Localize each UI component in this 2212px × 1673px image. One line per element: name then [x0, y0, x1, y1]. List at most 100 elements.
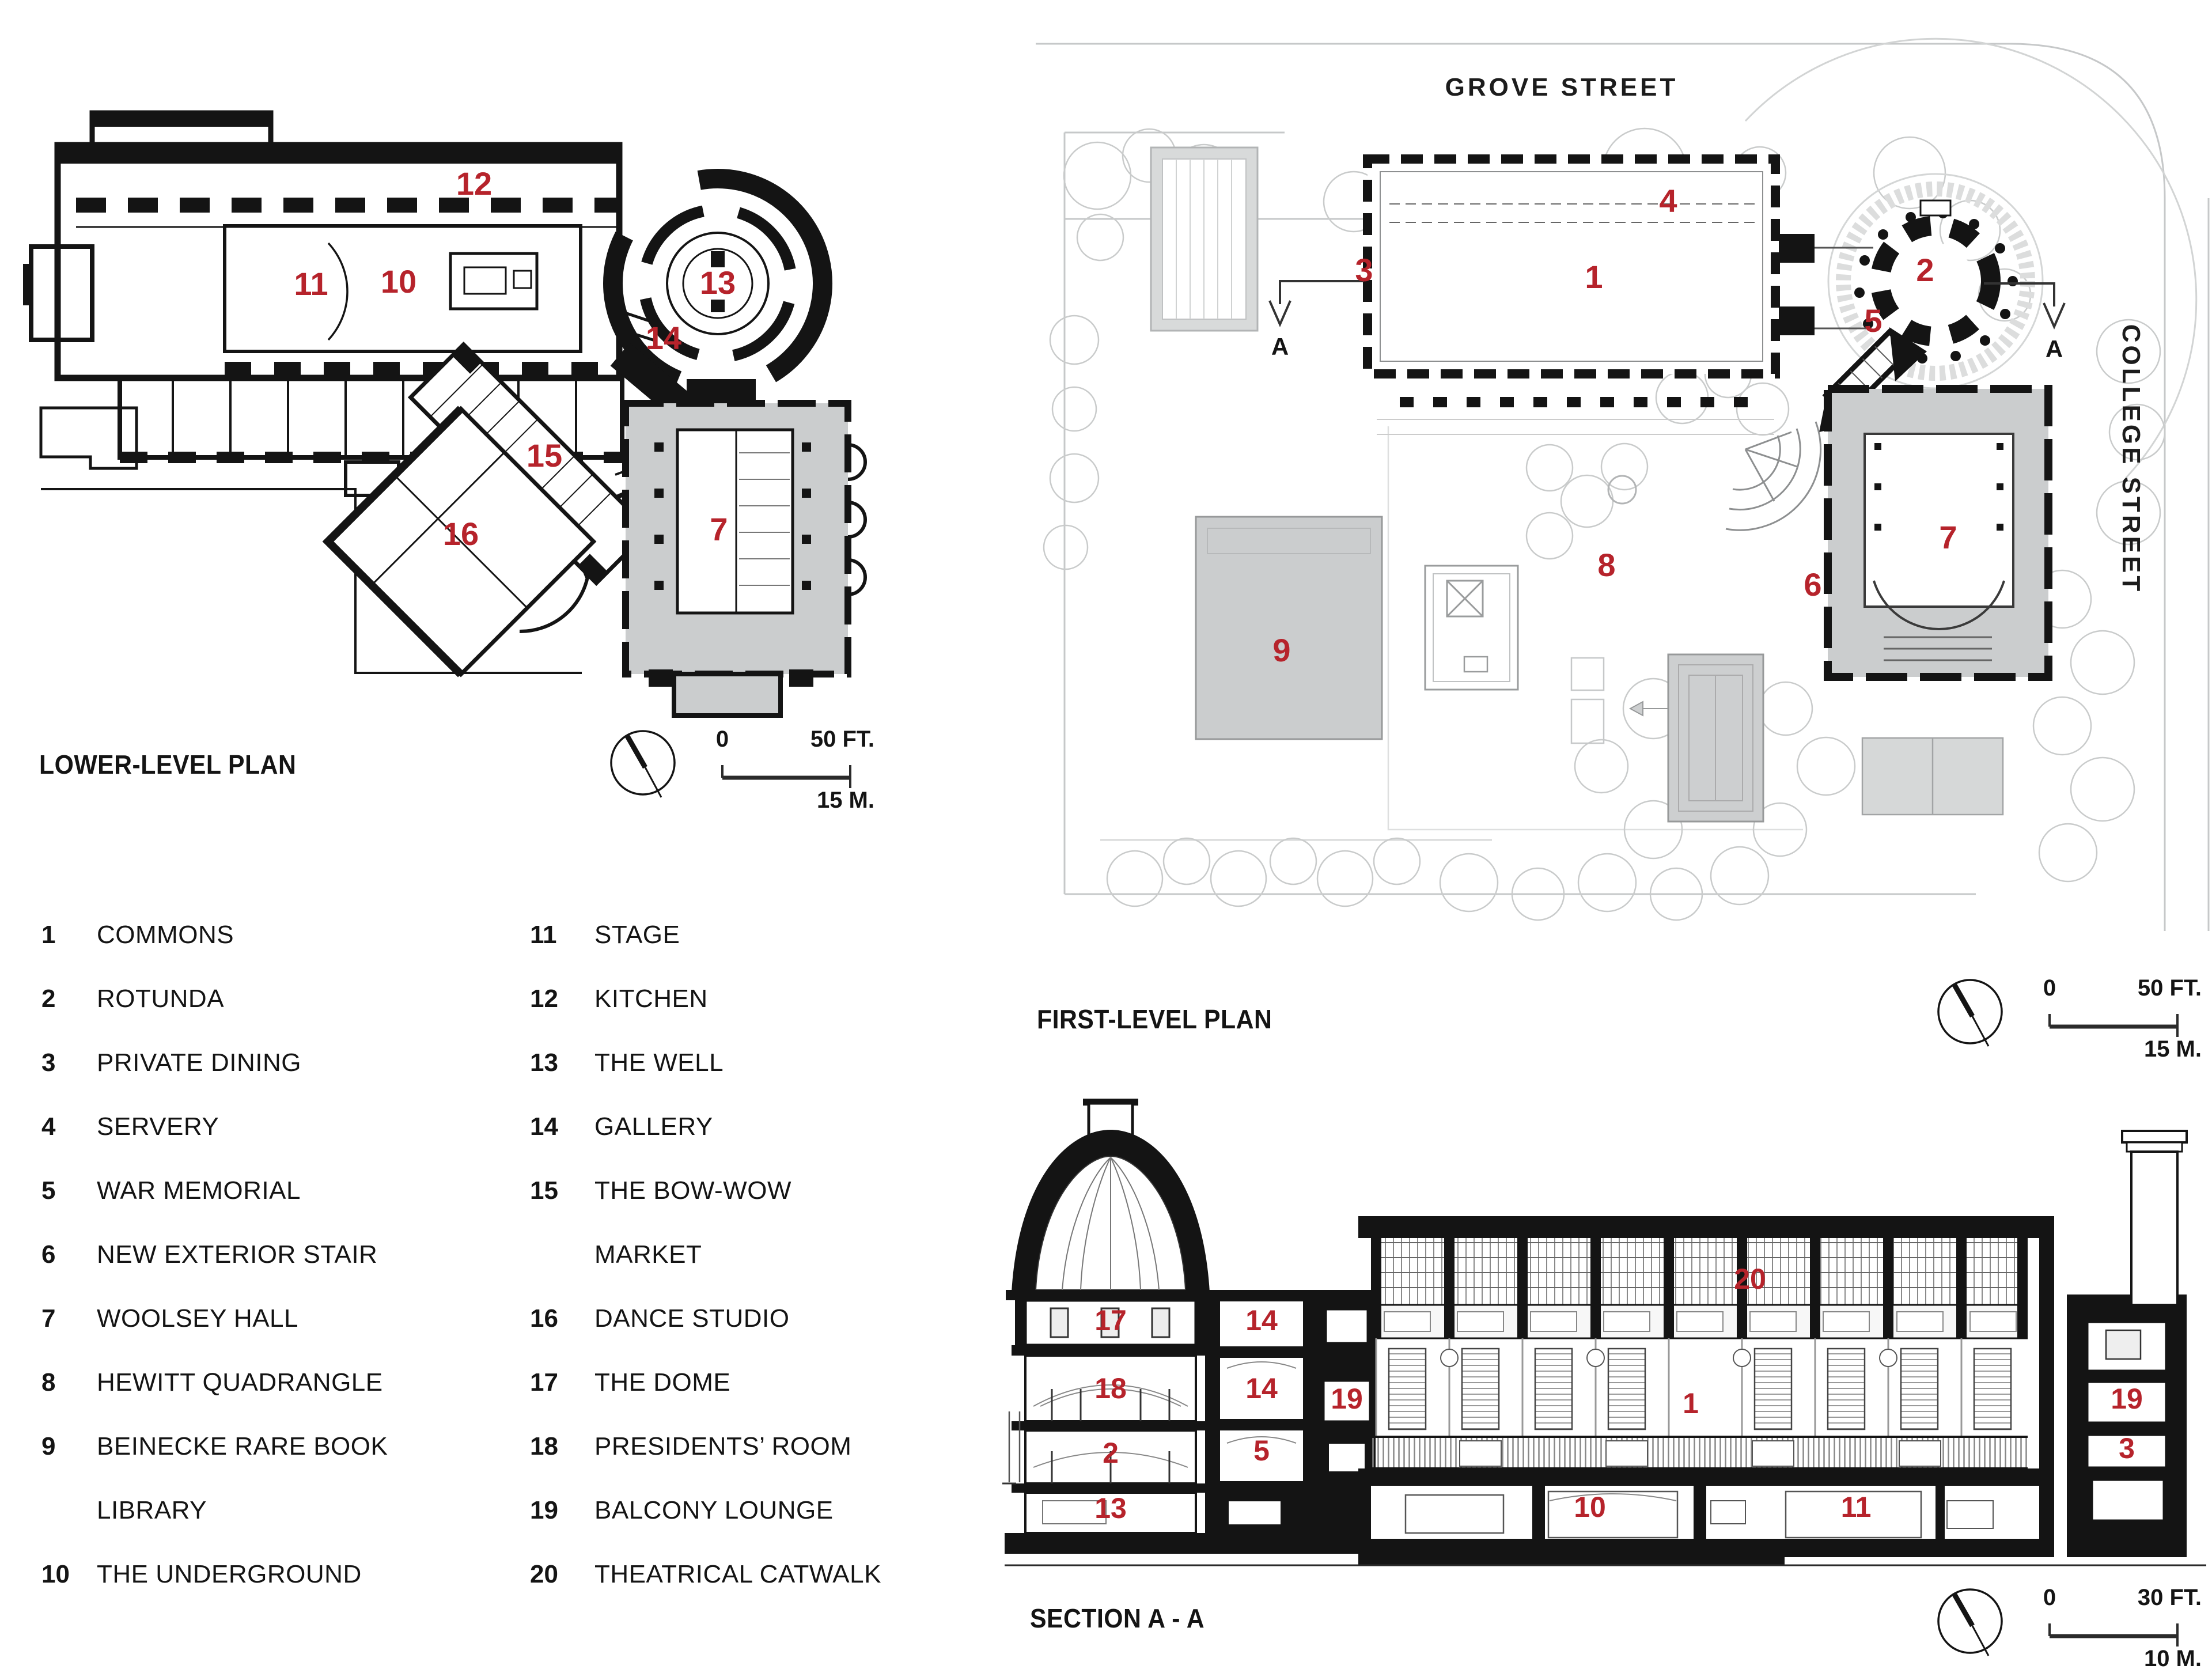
label-room-11-stage: 11 [294, 266, 328, 302]
scale-bar [721, 765, 851, 788]
section-a-a-drawing: 17 14 18 14 19 2 5 13 20 1 10 11 19 3 [1002, 1099, 2206, 1566]
legend-item-4: 4 SERVERY [41, 1112, 219, 1141]
label-sec-19-balcony-left: 19 [1331, 1383, 1363, 1415]
scale-meters: 10 M. [2144, 1646, 2202, 1671]
label-sec-1-commons: 1 [1683, 1387, 1699, 1420]
legend-label: PRIVATE DINING [97, 1049, 301, 1077]
label-sec-17-dome: 17 [1094, 1304, 1127, 1337]
label-sec-13-well: 13 [1094, 1492, 1127, 1524]
legend-label: HEWITT QUADRANGLE [97, 1368, 383, 1396]
legend-item-13: 13 THE WELL [530, 1049, 724, 1077]
section-title: SECTION A - A [1030, 1603, 1205, 1633]
scale-zero: 0 [716, 726, 729, 752]
legend-label: ROTUNDA [97, 985, 225, 1013]
scale-zero: 0 [2043, 975, 2056, 1001]
legend-item-15-line2: MARKET [594, 1240, 702, 1269]
legend-label: KITCHEN [594, 985, 708, 1013]
college-street-label: COLLEGE STREET [2117, 324, 2145, 594]
label-room-14-gallery: 14 [646, 320, 681, 356]
label-room-16-dance: 16 [443, 516, 479, 552]
legend-num: 8 [41, 1368, 56, 1396]
legend-item-5: 5 WAR MEMORIAL [41, 1176, 301, 1205]
legend-label: THE BOW-WOW [594, 1176, 791, 1205]
rotunda-building [1779, 173, 2044, 389]
legend-num: 6 [41, 1240, 56, 1269]
new-exterior-stair [1725, 421, 1822, 531]
label-room-5-war-memorial: 5 [1864, 302, 1882, 339]
legend-num: 20 [530, 1560, 558, 1588]
scale-bar [2048, 1014, 2179, 1037]
label-room-12-kitchen: 12 [456, 165, 492, 202]
legend-label: DANCE STUDIO [594, 1304, 790, 1333]
legend-label: WAR MEMORIAL [97, 1176, 301, 1205]
label-room-13-well: 13 [700, 264, 736, 301]
first-plan-title: FIRST-LEVEL PLAN [1037, 1004, 1272, 1034]
legend-item-9-line2: LIBRARY [97, 1496, 207, 1524]
legend-label: BALCONY LOUNGE [594, 1496, 834, 1524]
label-room-7-woolsey: 7 [710, 511, 728, 547]
legend-num: 13 [530, 1049, 558, 1077]
grove-street-label: GROVE STREET [1445, 73, 1679, 101]
label-room-4-servery: 4 [1659, 183, 1677, 219]
north-arrow-icon [1937, 979, 2003, 1047]
section-cut-marker-left [1268, 280, 1364, 327]
legend-item-10: 10 THE UNDERGROUND [41, 1560, 362, 1589]
legend-label: SERVERY [97, 1112, 219, 1141]
legend-item-19: 19 BALCONY LOUNGE [530, 1496, 834, 1525]
paved-terrace-squares [1861, 737, 2004, 816]
legend-item-8: 8 HEWITT QUADRANGLE [41, 1368, 383, 1397]
label-sec-20-catwalk: 20 [1734, 1263, 1766, 1295]
planter-strip [1150, 146, 1259, 332]
label-room-2-rotunda: 2 [1916, 252, 1934, 288]
legend-label: THE DOME [594, 1368, 731, 1396]
legend-num: 9 [41, 1432, 56, 1460]
legend-num: 19 [530, 1496, 558, 1524]
sunken-sculpture-court [1424, 475, 1637, 744]
label-sec-19-balcony-right: 19 [2111, 1383, 2143, 1415]
commons-building [1363, 154, 1780, 435]
legend-label: COMMONS [97, 921, 234, 949]
label-room-1-commons: 1 [1585, 259, 1603, 295]
dance-studio [322, 406, 597, 677]
scale-feet: 50 FT. [2138, 975, 2202, 1001]
label-room-15-market: 15 [527, 437, 562, 474]
scalebar-first-plan: 0 50 FT. 15 M. [1937, 975, 2202, 1062]
right-annex-and-chimney [1005, 1130, 2206, 1566]
scale-feet: 50 FT. [810, 726, 874, 752]
trees [1043, 127, 2166, 921]
legend-num: 1 [41, 921, 56, 949]
gallery-stack [1205, 1290, 1376, 1554]
section-cut-letter-left: A [1271, 333, 1289, 360]
label-sec-5-war-memorial: 5 [1253, 1434, 1270, 1467]
lower-plan-title: LOWER-LEVEL PLAN [39, 750, 297, 779]
label-sec-11-stage: 11 [1841, 1491, 1872, 1523]
beinecke-library-building [1195, 516, 1383, 740]
legend-num: 4 [41, 1112, 56, 1141]
legend-label: THE WELL [594, 1049, 724, 1077]
label-area-6-exterior-stair: 6 [1804, 566, 1821, 603]
scale-bar [2048, 1623, 2179, 1646]
legend-label: THE UNDERGROUND [97, 1560, 362, 1588]
label-sec-3-private-dining: 3 [2119, 1432, 2135, 1464]
scalebar-section: 0 30 FT. 10 M. [1937, 1585, 2202, 1671]
legend-label: WOOLSEY HALL [97, 1304, 298, 1333]
north-arrow-icon [1937, 1588, 2003, 1656]
label-room-3-private-dining: 3 [1355, 252, 1373, 288]
label-sec-14-gallery-lower: 14 [1245, 1372, 1278, 1405]
label-sec-10-underground: 10 [1574, 1491, 1606, 1523]
legend-num: 10 [41, 1560, 70, 1588]
label-area-8-quadrangle: 8 [1597, 547, 1615, 583]
legend-num: 5 [41, 1176, 56, 1205]
